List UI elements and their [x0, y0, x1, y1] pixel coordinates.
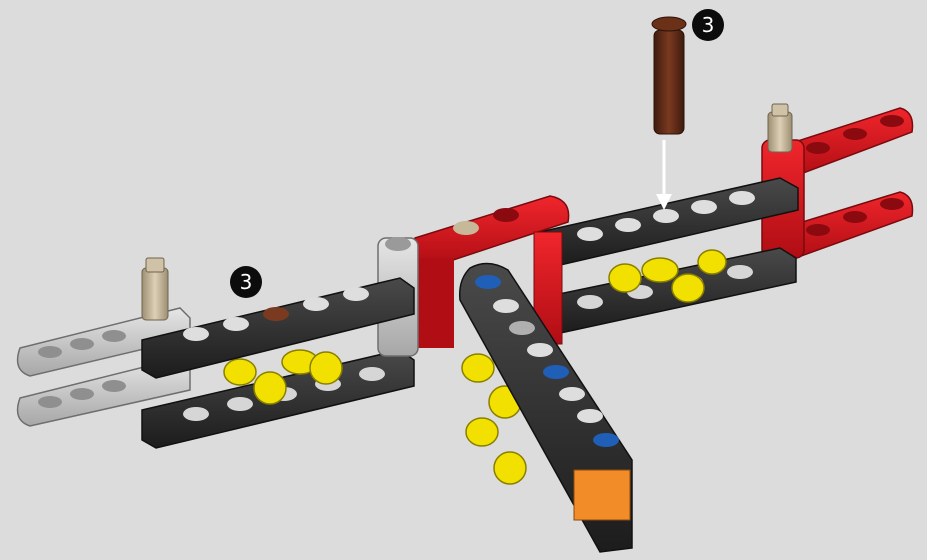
axle-pin-icon [768, 104, 792, 152]
axle-pin-left [142, 258, 168, 320]
step-count-badge: 3 [692, 9, 724, 41]
step-count-badge: 3 [230, 266, 262, 298]
brown-pin-falling [652, 17, 686, 134]
down-arrow-icon [656, 140, 672, 210]
